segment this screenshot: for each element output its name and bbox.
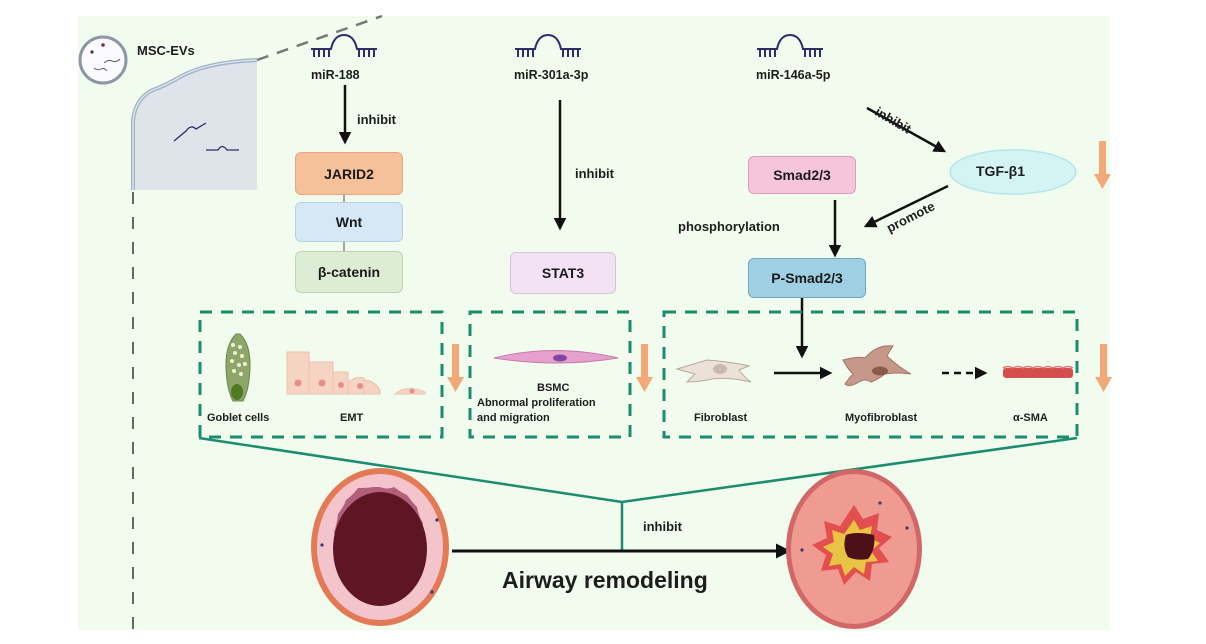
phosphorylation-label: phosphorylation xyxy=(678,219,780,234)
healthy-airway-icon xyxy=(311,468,449,626)
arrow-mir146-tgf xyxy=(866,106,947,153)
effect-box-2 xyxy=(468,310,632,439)
tgf-label: TGF-β1 xyxy=(976,163,1025,179)
decrease-arrow-icon xyxy=(447,344,464,392)
decrease-arrow-icon xyxy=(1095,344,1112,392)
mirna-label-2: miR-301a-3p xyxy=(514,68,589,82)
remodeled-airway-icon xyxy=(786,469,922,629)
outcome-label: Airway remodeling xyxy=(502,567,708,593)
emt-cells-icon xyxy=(286,351,426,395)
arrow-tgf-promote xyxy=(863,184,949,228)
effect-migration: and migration xyxy=(477,412,550,424)
effect-fibroblast: Fibroblast xyxy=(694,412,748,424)
zoom-guide-line xyxy=(256,14,383,62)
effect-proliferation: Abnormal proliferation xyxy=(477,397,596,409)
decrease-arrows xyxy=(447,141,1112,392)
tgf-ellipse xyxy=(949,149,1077,195)
mirna-label-3: miR-146a-5p xyxy=(756,68,831,82)
effect-box-1 xyxy=(198,310,444,439)
relation-label-1: inhibit xyxy=(357,112,396,127)
alpha-sma-icon xyxy=(1002,365,1074,378)
effect-alpha-sma: α-SMA xyxy=(1013,412,1048,424)
effect-emt: EMT xyxy=(340,412,364,424)
goblet-cell-icon xyxy=(225,333,251,402)
decrease-arrow-icon xyxy=(636,344,653,392)
effect-myofibroblast: Myofibroblast xyxy=(845,412,918,424)
smad-box: Smad2/3 xyxy=(748,156,856,194)
mirna-hairpin-icon xyxy=(311,33,377,57)
source-label: MSC-EVs xyxy=(137,43,195,58)
ev-vesicle-icon xyxy=(78,35,128,85)
target-beta-catenin: β-catenin xyxy=(295,251,403,293)
effect-box-3 xyxy=(662,310,1079,439)
mirna-hairpin-icon xyxy=(757,33,823,57)
bsmc-cell-icon xyxy=(493,350,619,364)
target-wnt: Wnt xyxy=(295,202,403,242)
relation-label-2: inhibit xyxy=(575,166,614,181)
decrease-arrow-icon xyxy=(1094,141,1111,189)
mirna-label-1: miR-188 xyxy=(311,68,360,82)
psmad-box: P-Smad2/3 xyxy=(748,258,866,298)
fibroblast-icon xyxy=(675,359,752,383)
recipient-cell-icon xyxy=(131,58,258,190)
myofibroblast-icon xyxy=(842,345,912,387)
outcome-relation-label: inhibit xyxy=(643,519,682,534)
effect-goblet-cells: Goblet cells xyxy=(207,412,270,424)
target-jarid2: JARID2 xyxy=(295,152,403,195)
effect-bsmc: BSMC xyxy=(537,382,570,394)
target-stat3: STAT3 xyxy=(510,252,616,294)
mirna-hairpin-icon xyxy=(515,33,581,57)
